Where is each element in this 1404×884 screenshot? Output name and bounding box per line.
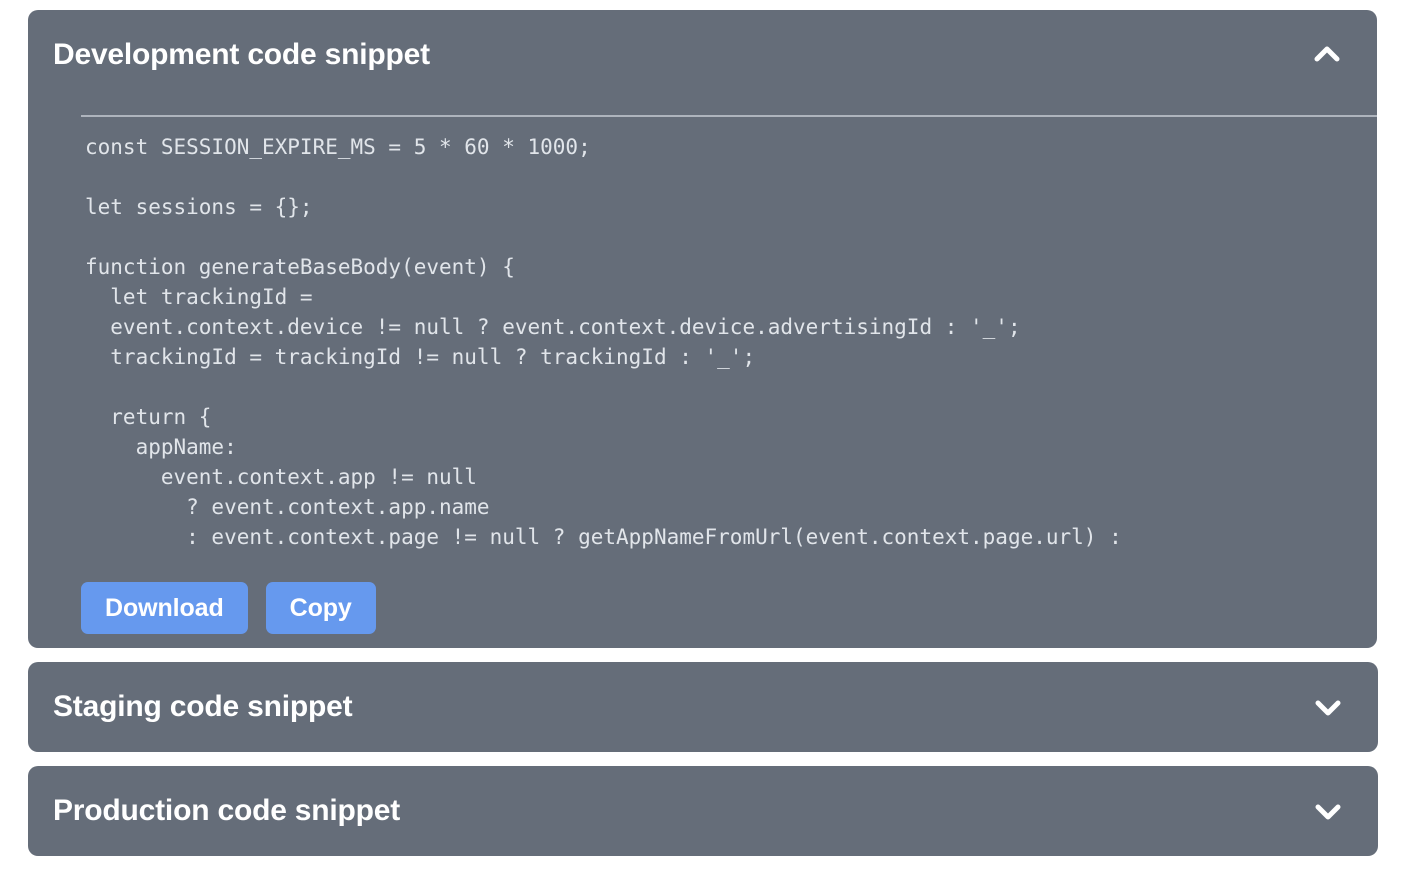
accordion-header-staging[interactable]: Staging code snippet (28, 662, 1378, 752)
accordion-panel-development: Development code snippet const SESSION_E… (28, 10, 1377, 648)
panel-title-development: Development code snippet (53, 38, 430, 71)
chevron-down-icon[interactable] (1306, 685, 1350, 729)
code-actions: Download Copy (81, 582, 376, 634)
code-block-container: const SESSION_EXPIRE_MS = 5 * 60 * 1000;… (28, 132, 1377, 557)
download-button[interactable]: Download (81, 582, 248, 634)
accordion-panel-staging: Staging code snippet (28, 662, 1378, 752)
chevron-down-icon[interactable] (1306, 789, 1350, 833)
panel-title-staging: Staging code snippet (53, 690, 353, 723)
code-scroll-area[interactable]: const SESSION_EXPIRE_MS = 5 * 60 * 1000;… (28, 132, 1377, 557)
panel-title-production: Production code snippet (53, 794, 401, 827)
accordion-panel-production: Production code snippet (28, 766, 1378, 856)
chevron-up-icon[interactable] (1305, 33, 1349, 77)
header-divider (81, 115, 1377, 117)
accordion-header-production[interactable]: Production code snippet (28, 766, 1378, 856)
copy-button[interactable]: Copy (265, 582, 376, 634)
accordion-header-development[interactable]: Development code snippet (28, 10, 1377, 100)
code-content-development: const SESSION_EXPIRE_MS = 5 * 60 * 1000;… (85, 135, 1122, 549)
